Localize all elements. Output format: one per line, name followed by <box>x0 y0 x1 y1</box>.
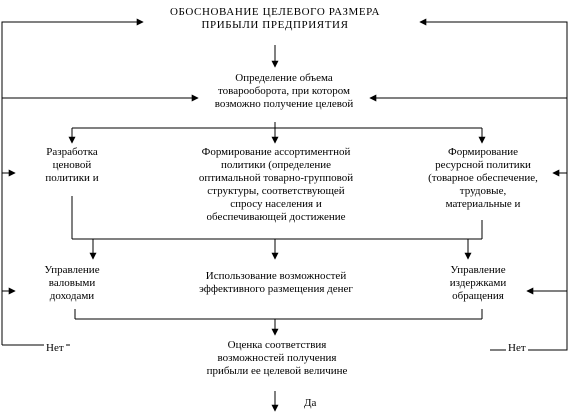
money-placement-line-2: эффективного размещения денег <box>199 283 353 295</box>
label-no-left: Нет <box>44 342 66 355</box>
assortment-policy-line-4: структуры, соответствующей <box>207 185 345 197</box>
assessment-box: Оценка соответствия возможностей получен… <box>184 339 370 389</box>
assessment-line-3: прибыли ее целевой величине <box>206 365 348 377</box>
assortment-policy-line-1: Формирование ассортиментной <box>201 146 351 158</box>
price-policy-line-2: ценовой <box>52 159 92 171</box>
resource-policy-line-1: Формирование <box>448 146 518 158</box>
money-placement-box: Использование возможностей эффективного … <box>176 270 376 300</box>
assortment-policy-line-5: спросу населения и <box>230 198 322 210</box>
resource-policy-line-3: (товарное обеспечение, <box>428 172 538 184</box>
assessment-line-1: Оценка соответствия <box>227 339 327 351</box>
turnover-box: Определение объема товарооборота, при ко… <box>200 70 368 122</box>
costs-line-2: издержками <box>449 277 507 289</box>
price-policy-line-1: Разработка <box>46 146 98 158</box>
assortment-policy-line-2: политики (определение <box>220 159 332 171</box>
assortment-policy-box: Формирование ассортиментной политики (оп… <box>178 146 374 234</box>
costs-line-1: Управление <box>450 264 506 276</box>
title-line-2: ПРИБЫЛИ ПРЕДПРИЯТИЯ <box>201 19 349 31</box>
gross-income-line-3: доходами <box>49 290 95 302</box>
label-yes: Да <box>304 397 317 409</box>
costs-line-3: обращения <box>452 290 504 302</box>
right-feedback-line <box>419 18 568 351</box>
price-policy-box: Разработка ценовой политики и <box>17 146 127 196</box>
costs-box: Управление издержками обращения <box>430 264 526 308</box>
money-placement-line-1: Использование возможностей <box>205 270 347 282</box>
turnover-line-3: возможно получение целевой <box>214 98 354 110</box>
assortment-policy-line-6: обеспечивающей достижение <box>206 211 346 223</box>
left-feedback-line <box>1 18 144 345</box>
assortment-policy-line-3: оптимальной товарно-групповой <box>198 172 354 184</box>
gross-income-box: Управление валовыми доходами <box>17 264 127 308</box>
price-policy-line-3: политики и <box>45 172 99 184</box>
resource-policy-line-2: ресурсной политики <box>435 159 531 171</box>
resource-policy-line-5: материальные и <box>445 198 521 210</box>
resource-policy-box: Формирование ресурсной политики (товарно… <box>414 146 552 220</box>
title-line-1: ОБОСНОВАНИЕ ЦЕЛЕВОГО РАЗМЕРА <box>169 6 381 18</box>
assessment-line-2: возможностей получения <box>217 352 337 364</box>
gross-income-line-2: валовыми <box>48 277 96 289</box>
turnover-line-2: товарооборота, при котором <box>218 85 350 97</box>
gross-income-line-1: Управление <box>44 264 100 276</box>
label-no-right: Нет <box>506 342 528 355</box>
turnover-line-1: Определение объема <box>235 72 333 84</box>
resource-policy-line-4: трудовые, <box>459 185 507 197</box>
title-box: ОБОСНОВАНИЕ ЦЕЛЕВОГО РАЗМЕРА ПРИБЫЛИ ПРЕ… <box>145 6 405 44</box>
